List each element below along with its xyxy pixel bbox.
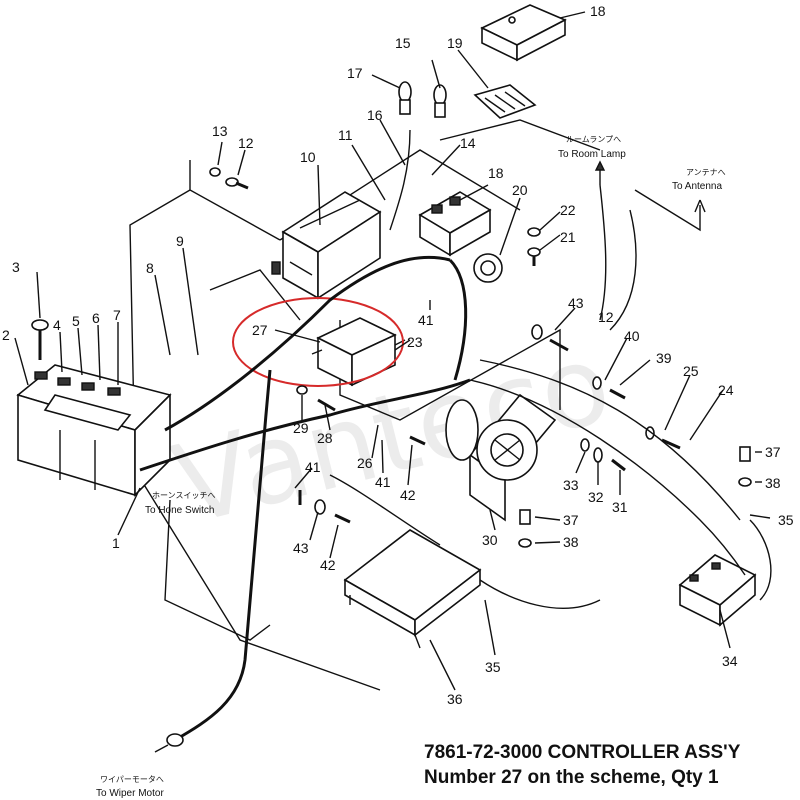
- callout-41-top: 41: [418, 312, 434, 328]
- callout-11: 11: [338, 127, 353, 143]
- room-lamp-en: To Room Lamp: [558, 149, 626, 160]
- callout-37-right: 37: [765, 444, 781, 460]
- leader-lines: [14, 11, 771, 691]
- connector-strip-19: [473, 84, 537, 119]
- callout-23: 23: [407, 334, 423, 350]
- callout-32: 32: [588, 489, 604, 505]
- callout-24: 24: [718, 382, 734, 398]
- fan-motor-30: [445, 393, 557, 522]
- callout-19: 19: [447, 35, 463, 51]
- callouts: 1 2 3 4 5 6 7 8 9 10 11 12 13 14 15 16 1…: [2, 3, 794, 707]
- callout-37-mid: 37: [563, 512, 579, 528]
- callout-29: 29: [293, 420, 309, 436]
- callout-5: 5: [72, 313, 80, 329]
- relay-18: [480, 4, 567, 62]
- screw-12-washer-13: [209, 167, 249, 190]
- callout-43-top: 43: [568, 295, 584, 311]
- relay-cluster-18: [418, 191, 492, 257]
- callout-13: 13: [212, 123, 228, 139]
- callout-21: 21: [560, 229, 576, 245]
- wiper-motor-lead: [154, 733, 184, 753]
- callout-35-right: 35: [778, 512, 794, 528]
- callout-12: 12: [238, 135, 254, 151]
- callout-22: 22: [560, 202, 576, 218]
- room-lamp-lead: [594, 160, 606, 185]
- callout-36: 36: [447, 691, 463, 707]
- callout-30: 30: [482, 532, 498, 548]
- callout-12-right: 12: [598, 309, 614, 325]
- callout-16: 16: [367, 107, 383, 123]
- callout-10: 10: [300, 149, 316, 165]
- callout-40: 40: [624, 328, 640, 344]
- callout-43-low: 43: [293, 540, 309, 556]
- callout-38-mid: 38: [563, 534, 579, 550]
- wiper-motor-en: To Wiper Motor: [96, 788, 164, 799]
- callout-26: 26: [357, 455, 373, 471]
- controller-27: [311, 317, 406, 387]
- callout-28: 28: [317, 430, 333, 446]
- horn-switch-en: To Hone Switch: [145, 505, 214, 516]
- flasher-34: [678, 554, 757, 627]
- caption-scheme-reference: Number 27 on the scheme, Qty 1: [424, 767, 719, 788]
- wiper-motor-jp: ワイパーモータへ: [100, 775, 164, 784]
- callout-27: 27: [252, 322, 268, 338]
- callout-4: 4: [53, 317, 61, 333]
- callout-6: 6: [92, 310, 100, 326]
- callout-1: 1: [112, 535, 120, 551]
- callout-25: 25: [683, 363, 699, 379]
- callout-31: 31: [612, 499, 628, 515]
- callout-2: 2: [2, 327, 10, 343]
- callout-15: 15: [395, 35, 411, 51]
- destination-horn-switch: ホーンスイッチへ To Hone Switch: [145, 491, 215, 516]
- callout-38-right: 38: [765, 475, 781, 491]
- callout-33: 33: [563, 477, 579, 493]
- meter-panel-box: [16, 364, 172, 497]
- screw-21-washer-22: [527, 227, 541, 266]
- controller-highlight-ring: [232, 297, 404, 387]
- wiring-harness: [139, 129, 772, 742]
- callout-7: 7: [113, 307, 121, 323]
- callout-18-top: 18: [590, 3, 606, 19]
- callout-42-mid: 42: [400, 487, 416, 503]
- caption-part-number: 7861-72-3000 CONTROLLER ASS'Y: [424, 742, 741, 763]
- bulb-17: [398, 81, 412, 115]
- destination-antenna: アンテナへ To Antenna: [672, 168, 726, 192]
- callout-14: 14: [460, 135, 476, 151]
- fuse-box: [271, 191, 382, 300]
- antenna-en: To Antenna: [672, 181, 722, 192]
- destination-room-lamp: ルームランプへ To Room Lamp: [558, 135, 626, 160]
- destination-wiper-motor: ワイパーモータへ To Wiper Motor: [96, 775, 164, 799]
- callout-20: 20: [512, 182, 528, 198]
- room-lamp-jp: ルームランプへ: [566, 135, 621, 144]
- callout-41-mid: 41: [375, 474, 391, 490]
- small-screws: [296, 324, 752, 548]
- callout-35-bottom: 35: [485, 659, 501, 675]
- antenna-jp: アンテナへ: [686, 168, 726, 177]
- callout-8: 8: [146, 260, 154, 276]
- buzzer-20: [473, 253, 503, 283]
- screw-3: [31, 319, 49, 360]
- callout-18-mid: 18: [488, 165, 504, 181]
- callout-42-low: 42: [320, 557, 336, 573]
- control-box-36: [343, 529, 482, 649]
- bulb-15: [433, 84, 447, 118]
- callout-39: 39: [656, 350, 672, 366]
- callout-41-left: 41: [305, 459, 321, 475]
- callout-3: 3: [12, 259, 20, 275]
- callout-17: 17: [347, 65, 363, 81]
- horn-switch-jp: ホーンスイッチへ: [152, 491, 215, 500]
- callout-9: 9: [176, 233, 184, 249]
- antenna-lead: [634, 189, 706, 232]
- callout-34: 34: [722, 653, 738, 669]
